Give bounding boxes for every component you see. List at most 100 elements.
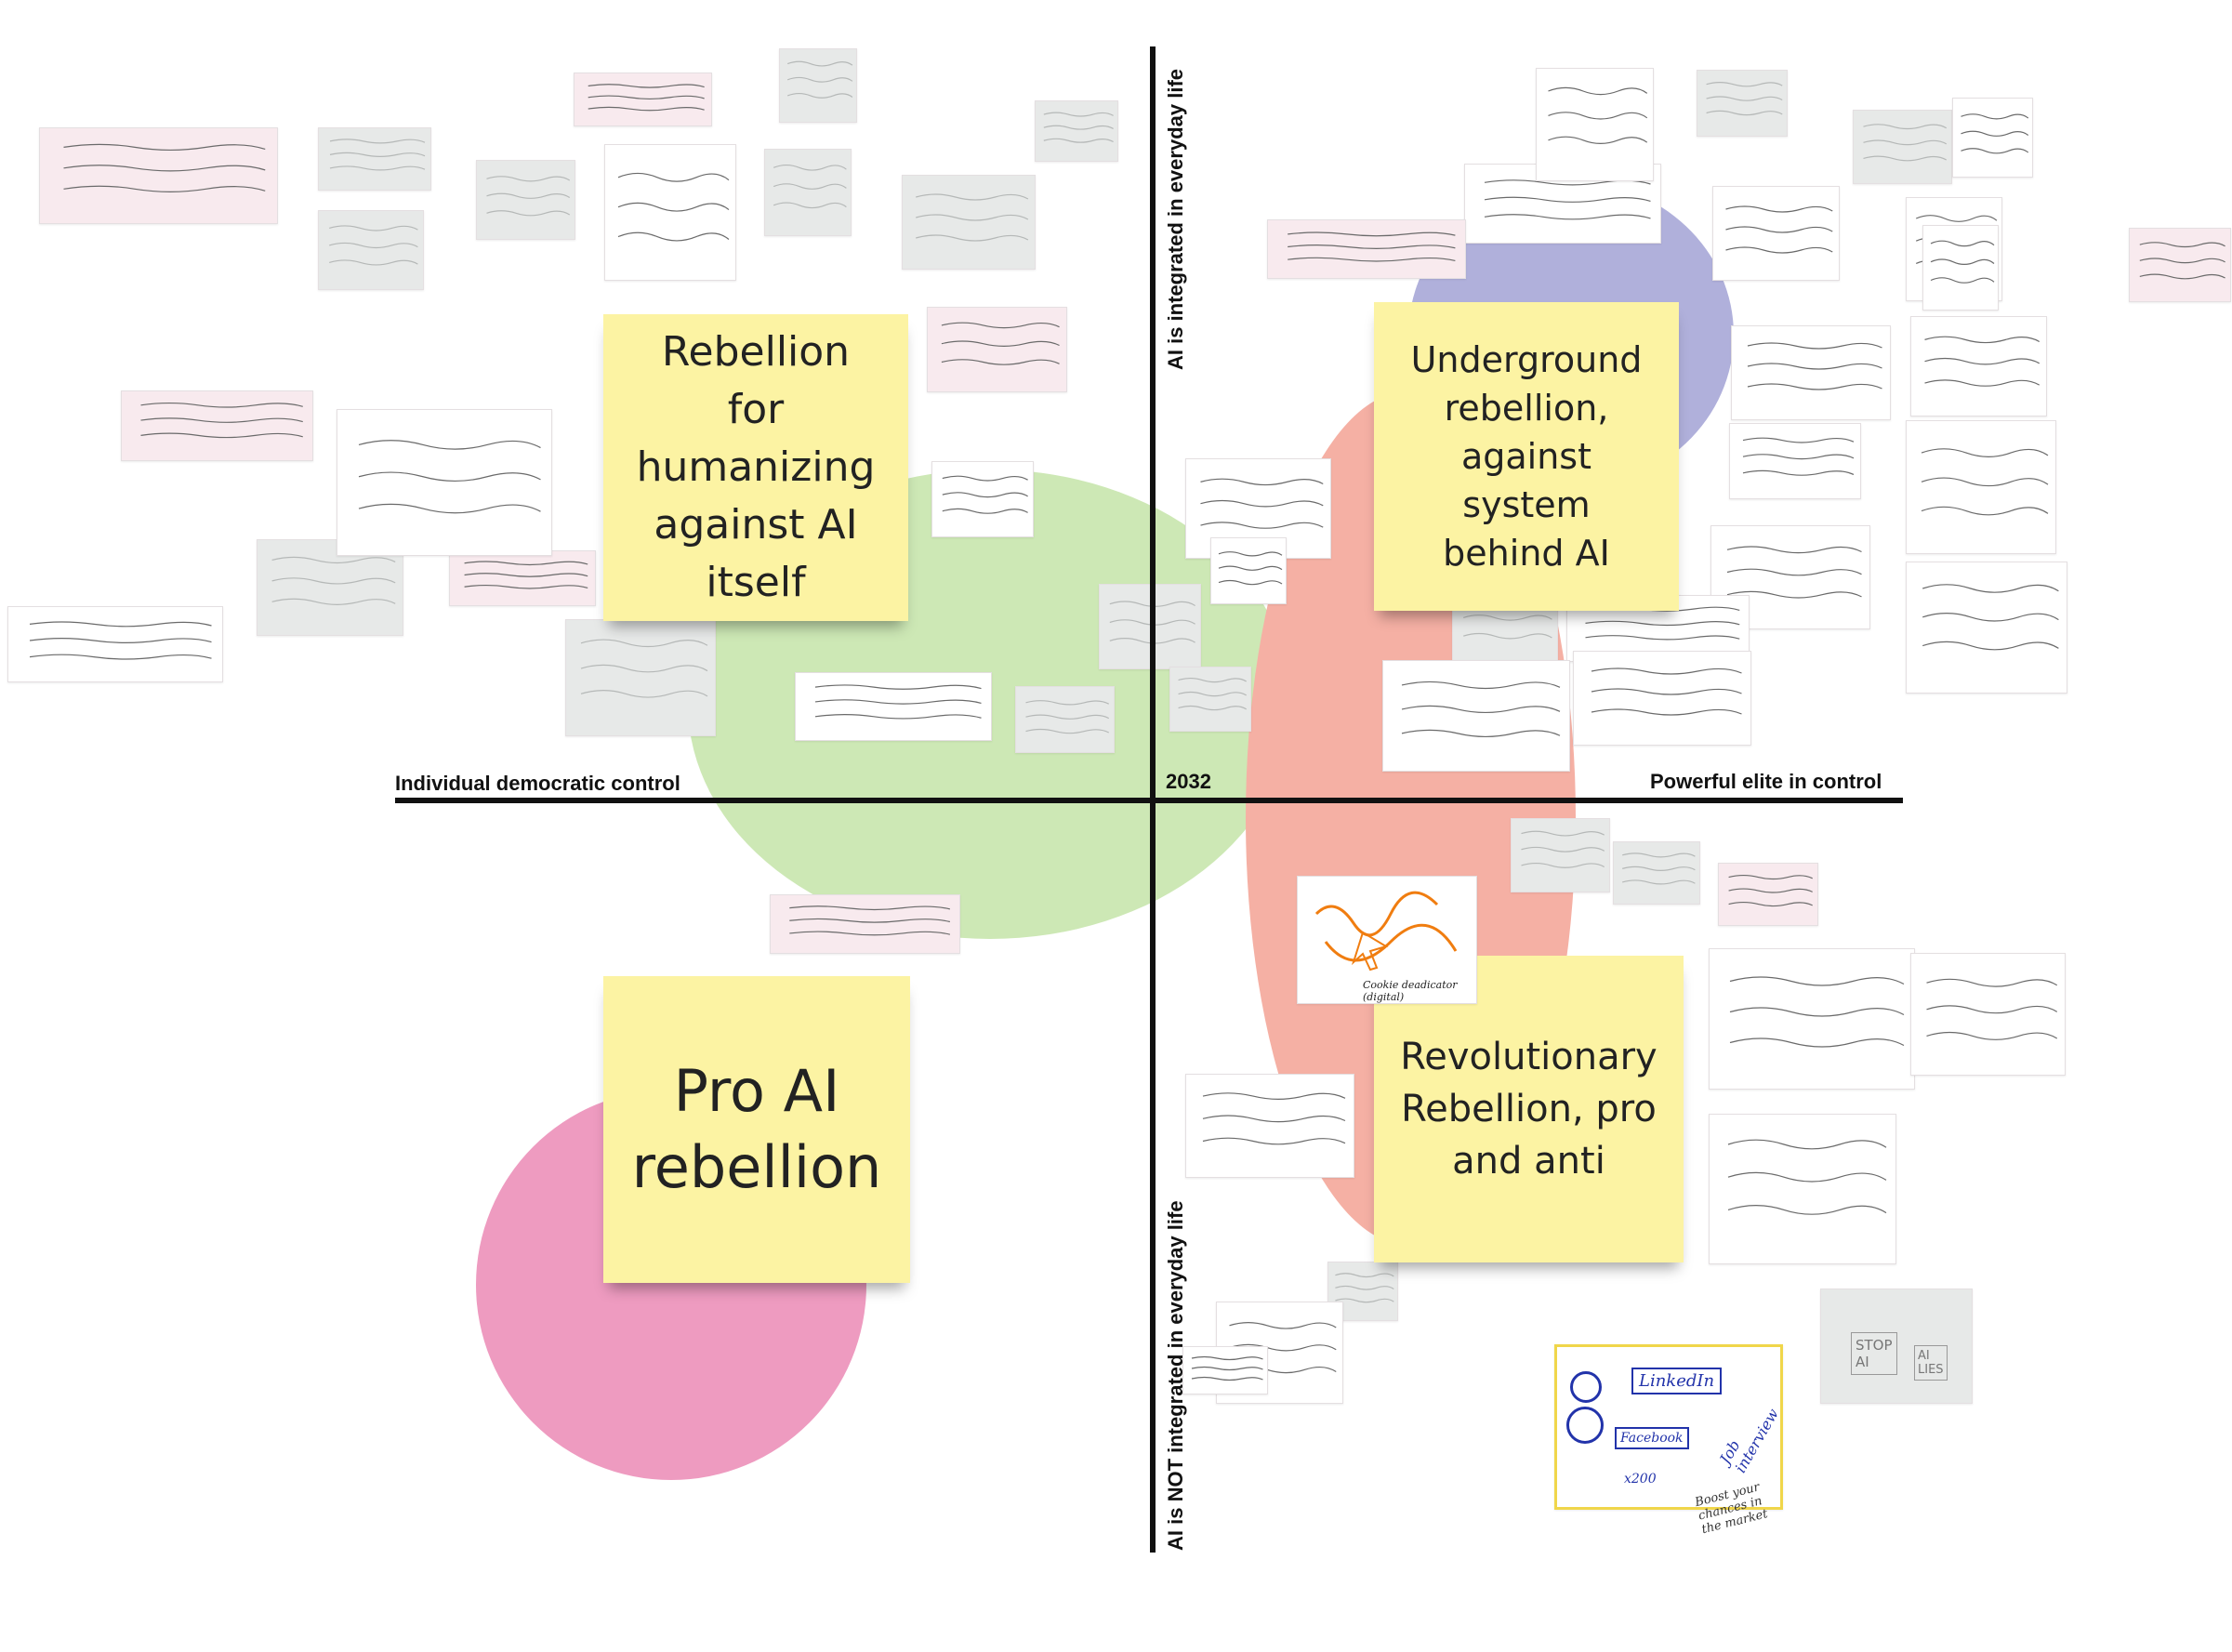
- scribble-line: [618, 173, 729, 181]
- scribble-line: [1522, 847, 1605, 852]
- scribble-line: [1335, 1286, 1393, 1289]
- sketch-card[interactable]: [770, 894, 960, 954]
- sticky-bottom-left[interactable]: Pro AI rebellion: [603, 976, 910, 1283]
- sketch-card[interactable]: [1015, 686, 1115, 753]
- sketch-card[interactable]: [1906, 420, 2056, 554]
- scribble-line: [2140, 243, 2225, 247]
- sketch-card[interactable]: [902, 175, 1036, 270]
- scribble-line: [1707, 83, 1783, 86]
- scribble-line: [1622, 853, 1695, 857]
- sketch-card[interactable]: [1182, 1346, 1268, 1394]
- sketch-card[interactable]: [318, 210, 424, 290]
- scribble-line: [1728, 1172, 1886, 1182]
- sketch-card[interactable]: [337, 409, 552, 556]
- scribble-line: [789, 906, 950, 910]
- sketch-card[interactable]: [1853, 110, 1952, 184]
- sticky-bottom-left-text: Pro AI rebellion: [631, 1057, 882, 1201]
- sketch-card[interactable]: [1536, 68, 1654, 181]
- cookie-sketch[interactable]: Cookie deadicator (digital): [1297, 876, 1477, 1004]
- sketch-card[interactable]: [1511, 818, 1610, 892]
- scribble-line: [1203, 1093, 1345, 1100]
- sketch-card[interactable]: [476, 160, 575, 240]
- sketch-card[interactable]: [2129, 228, 2231, 302]
- sketch-card[interactable]: [931, 461, 1034, 537]
- sketch-card[interactable]: [1267, 219, 1466, 279]
- scribble-line: [1726, 247, 1833, 253]
- scribble-line: [1402, 706, 1560, 712]
- scribble-line: [588, 85, 705, 87]
- scribble-line: [1201, 501, 1324, 507]
- sketch-card[interactable]: [39, 127, 278, 224]
- sketch-card[interactable]: [1910, 316, 2047, 416]
- scribble-line: [1729, 889, 1813, 892]
- sketch-card[interactable]: [1922, 225, 1999, 311]
- scribble-line: [1463, 615, 1552, 620]
- sketch-card[interactable]: [1709, 948, 1915, 1090]
- sketch-card[interactable]: [1613, 841, 1700, 905]
- sketch-card[interactable]: [318, 127, 431, 191]
- scribble-line: [1026, 715, 1109, 719]
- scribble-line: [487, 193, 570, 198]
- sketch-card[interactable]: [1718, 863, 1818, 926]
- sketch-card[interactable]: [7, 606, 223, 682]
- scribble-line: [330, 139, 425, 143]
- sketch-card[interactable]: [574, 73, 712, 126]
- scribble-line: [359, 472, 541, 481]
- scribble-line: [1864, 156, 1947, 161]
- scribble-line: [1743, 438, 1854, 443]
- scribble-line: [329, 226, 417, 231]
- scribble-line: [1201, 522, 1324, 528]
- scribble-line: [1288, 258, 1455, 261]
- scribble-line: [1402, 730, 1560, 736]
- scribble-line: [359, 441, 541, 449]
- sketch-card[interactable]: [1906, 562, 2067, 694]
- scribble-line: [272, 578, 396, 584]
- scribble-line: [581, 691, 707, 697]
- sketch-card[interactable]: [1169, 667, 1251, 732]
- sketch-card[interactable]: [1952, 98, 2033, 178]
- scribble-line: [1402, 681, 1560, 688]
- scribble-line: [773, 184, 846, 190]
- scribble-line: [1219, 566, 1282, 570]
- scribble-line: [329, 260, 417, 265]
- scribble-line: [1549, 137, 1647, 143]
- sketch-card[interactable]: [1731, 325, 1891, 420]
- linkedin-sketch[interactable]: LinkedIn Facebook x200: [1554, 1344, 1783, 1510]
- sketch-card[interactable]: [1210, 537, 1287, 604]
- sketch-card[interactable]: [121, 390, 313, 461]
- scribble-line: [773, 203, 846, 208]
- sketch-card[interactable]: [1910, 953, 2066, 1076]
- sketch-card[interactable]: [1185, 1074, 1354, 1178]
- scribble-line: [1586, 636, 1740, 640]
- sketch-card[interactable]: [1382, 660, 1570, 772]
- sketch-card[interactable]: [927, 307, 1067, 392]
- sketch-card[interactable]: [1712, 186, 1840, 281]
- sketch-card[interactable]: [1035, 100, 1118, 162]
- scribble-line: [916, 235, 1028, 241]
- scribble-line: [1925, 359, 2040, 364]
- stop-ai-sketch[interactable]: STOP AI AI LIES: [1820, 1289, 1973, 1404]
- sketch-card[interactable]: [449, 550, 596, 606]
- sketch-card[interactable]: [604, 144, 736, 281]
- sketch-card[interactable]: [764, 149, 852, 236]
- scribble-line: [1743, 470, 1854, 475]
- scribble-line: [1922, 507, 2048, 515]
- sketch-card[interactable]: [1729, 423, 1861, 499]
- scribble-line: [1931, 241, 1994, 245]
- sketch-card[interactable]: [779, 48, 857, 123]
- sketch-card[interactable]: [1709, 1114, 1896, 1264]
- scribble-line: [1192, 1378, 1263, 1381]
- scribble-line: [787, 94, 852, 99]
- ai-lies-text: AI LIES: [1914, 1345, 1948, 1381]
- scribble-line: [1485, 197, 1651, 202]
- scribble-line: [1925, 337, 2040, 342]
- sticky-bottom-right[interactable]: Revolutionary Rebellion, pro and anti: [1374, 956, 1684, 1262]
- sketch-card[interactable]: [795, 672, 992, 741]
- sketch-card[interactable]: [1573, 651, 1751, 746]
- scribble-line: [1549, 112, 1647, 119]
- sketch-card[interactable]: [565, 619, 716, 736]
- sticky-top-right[interactable]: Underground rebellion, against system be…: [1374, 302, 1679, 611]
- sticky-top-left[interactable]: Rebellion for humanizing against AI itse…: [603, 314, 908, 621]
- sketch-card[interactable]: [1697, 70, 1788, 137]
- scribble-line: [916, 194, 1028, 200]
